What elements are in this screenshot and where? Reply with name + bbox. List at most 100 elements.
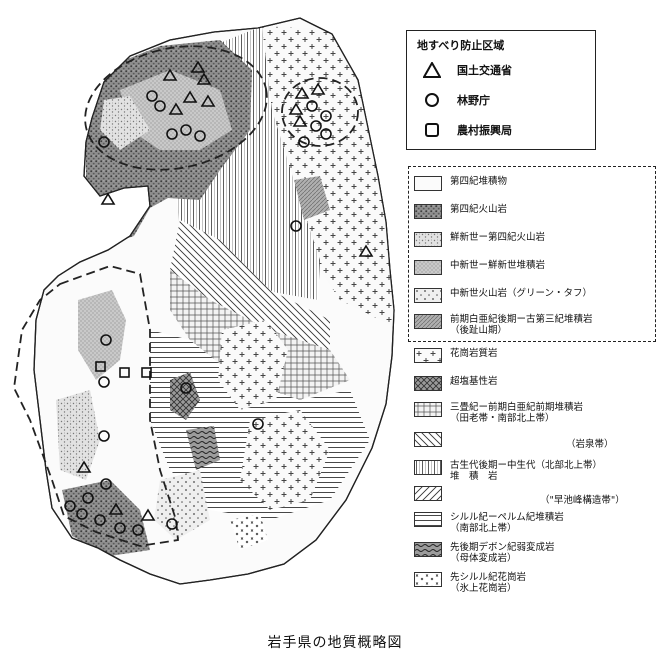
- geo-legend-row: 中新世ー鮮新世堆積岩: [414, 260, 545, 275]
- geo-legend-label: 前期白亜紀後期ー古第三紀堆積岩 （後趾山期）: [450, 314, 593, 336]
- marker-circle: [100, 334, 112, 346]
- geo-legend-row: 前期白亜紀後期ー古第三紀堆積岩 （後趾山期）: [414, 314, 593, 336]
- prevention-zone-legend: 地すべり防止区域 国土交通省 林野庁 農村振興局: [406, 30, 596, 150]
- geo-legend-label: 花崗岩質岩: [450, 348, 498, 359]
- geo-swatch: [414, 512, 442, 527]
- geo-swatch: [414, 376, 442, 391]
- marker-triangle: [108, 502, 124, 515]
- plio-west: [56, 390, 100, 480]
- geo-legend-row: [414, 486, 450, 501]
- marker-circle: [98, 136, 110, 148]
- geo-legend-label: 中新世火山岩（グリーン・タフ）: [450, 288, 593, 299]
- geo-swatch: [414, 176, 442, 191]
- geo-legend-label: 古生代後期ー中生代（北部北上帯） 堆 積 岩: [450, 460, 603, 482]
- geo-legend-label: 第四紀火山岩: [450, 204, 508, 215]
- marker-triangle: [292, 114, 308, 127]
- geo-legend-label: シルル紀ーペルム紀堆積岩 （南部北上帯）: [450, 512, 564, 534]
- square-icon: [421, 121, 443, 139]
- marker-triangle: [190, 60, 206, 73]
- geo-swatch: [414, 486, 442, 501]
- marker-triangle: [162, 68, 178, 81]
- geo-legend-row: 先後期デボン紀弱変成岩 （母体変成岩）: [414, 542, 555, 564]
- note-hayachine-belt: （"早池峰構造帯"）: [540, 495, 625, 506]
- marker-triangle: [100, 192, 116, 205]
- marker-circle: [320, 110, 332, 122]
- marker-circle: [98, 376, 110, 388]
- plio-north: [100, 96, 150, 150]
- zone-northeast: [281, 77, 359, 147]
- circle-icon: [421, 91, 443, 109]
- legend-label-mlit: 国土交通省: [457, 64, 512, 77]
- marker-triangle: [168, 102, 184, 115]
- geo-legend-row: シルル紀ーペルム紀堆積岩 （南部北上帯）: [414, 512, 564, 534]
- geo-legend-row: 第四紀堆積物: [414, 176, 507, 191]
- marker-triangle: [182, 90, 198, 103]
- geology-legend-dashed-frame: [408, 166, 656, 342]
- geo-legend-row: 花崗岩質岩: [414, 348, 498, 363]
- legend-row-rural: 農村振興局: [421, 121, 512, 139]
- geo-legend-row: 中新世火山岩（グリーン・タフ）: [414, 288, 592, 303]
- granite-northeast: [262, 26, 394, 330]
- marker-circle: [154, 100, 166, 112]
- legend-label-forestry: 林野庁: [457, 94, 490, 107]
- triangle-icon: [421, 61, 443, 79]
- geo-swatch: [414, 402, 442, 417]
- zone-north: [84, 45, 268, 171]
- geo-legend-label: 先後期デボン紀弱変成岩 （母体変成岩）: [450, 542, 555, 564]
- marker-circle: [94, 514, 106, 526]
- marker-square: [141, 367, 152, 378]
- marker-circle: [166, 518, 178, 530]
- marker-circle: [166, 128, 178, 140]
- iwaizumi-belt: [170, 220, 330, 350]
- geo-swatch: [414, 314, 442, 329]
- note-iwaizumi-belt: （岩泉帯）: [566, 439, 614, 450]
- geo-legend-label: 先シルル紀花崗岩 （氷上花崗岩）: [450, 572, 527, 594]
- marker-triangle: [76, 460, 92, 473]
- marker-square: [95, 361, 106, 372]
- legend-row-forestry: 林野庁: [421, 91, 490, 109]
- marker-circle: [310, 120, 322, 132]
- marker-circle: [290, 220, 302, 232]
- marker-triangle: [140, 508, 156, 521]
- marker-circle: [76, 508, 88, 520]
- quaternary-volcanics-southwest: [62, 480, 150, 556]
- marker-circle: [146, 90, 158, 102]
- legend-row-mlit: 国土交通省: [421, 61, 512, 79]
- geo-legend-label: 鮮新世ー第四紀火山岩: [450, 232, 546, 243]
- marker-circle: [82, 492, 94, 504]
- geo-swatch: [414, 288, 442, 303]
- legend-label-rural: 農村振興局: [457, 124, 512, 137]
- geo-swatch: [414, 572, 442, 587]
- marker-triangle: [310, 82, 326, 95]
- mio-sed-west: [78, 290, 126, 380]
- marker-circle: [180, 382, 192, 394]
- geo-legend-row: 古生代後期ー中生代（北部北上帯） 堆 積 岩: [414, 460, 602, 482]
- figure-caption: 岩手県の地質概略図: [267, 635, 403, 651]
- geo-swatch: [414, 204, 442, 219]
- marker-circle: [306, 100, 318, 112]
- marker-triangle: [196, 72, 212, 85]
- marker-circle: [252, 418, 264, 430]
- marker-triangle: [200, 94, 216, 107]
- marker-square: [119, 367, 130, 378]
- devonian-patch: [186, 426, 220, 470]
- marker-circle: [64, 500, 76, 512]
- geo-legend-row: [414, 432, 450, 447]
- geo-swatch: [414, 260, 442, 275]
- geo-swatch: [414, 460, 442, 475]
- zone-west: [13, 265, 179, 547]
- marker-circle: [194, 130, 206, 142]
- geo-swatch: [414, 542, 442, 557]
- geo-legend-row: 超塩基性岩: [414, 376, 498, 391]
- marker-circle: [320, 128, 332, 140]
- geo-swatch: [414, 232, 442, 247]
- granite-south: [240, 410, 330, 510]
- granite-central: [218, 320, 288, 410]
- geo-legend-row: 先シルル紀花崗岩 （氷上花崗岩）: [414, 572, 526, 594]
- marker-triangle: [358, 244, 374, 257]
- ohu-patch: [294, 176, 330, 220]
- prevention-legend-title: 地すべり防止区域: [417, 39, 505, 52]
- marker-circle: [114, 522, 126, 534]
- marker-triangle: [288, 102, 304, 115]
